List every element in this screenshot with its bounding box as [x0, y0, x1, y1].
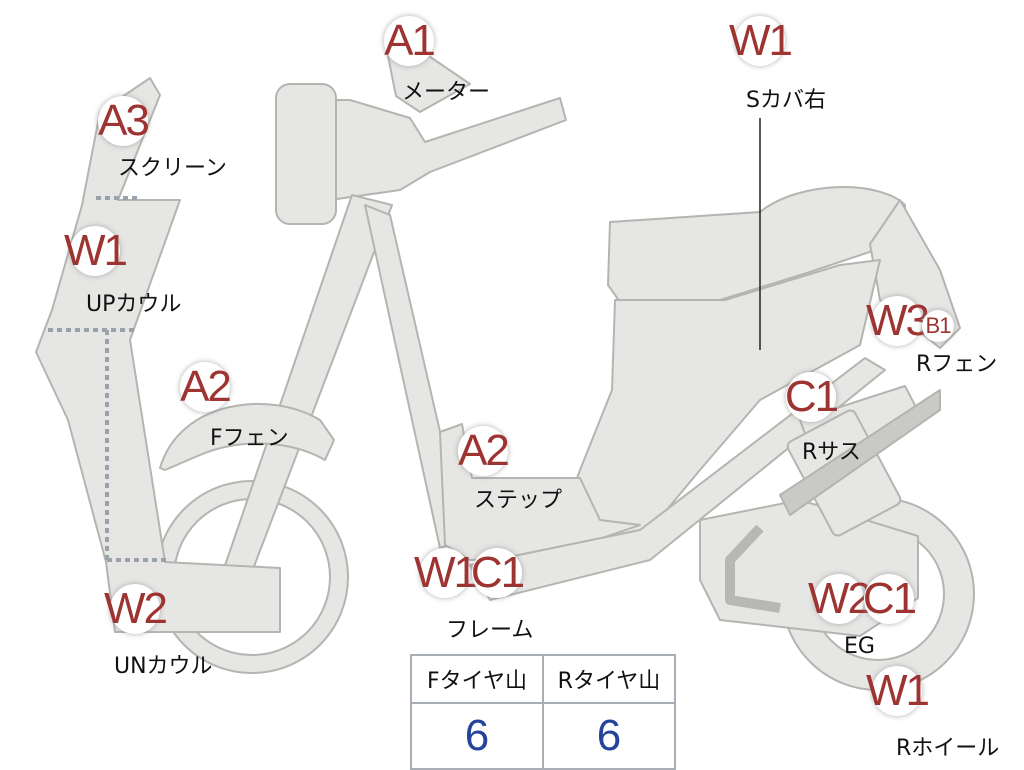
- frame-label: フレーム: [446, 618, 534, 643]
- r-tire-value: 6: [542, 702, 676, 770]
- seat: [607, 186, 906, 303]
- tire-tread-table: Fタイヤ山 Rタイヤ山 6 6: [410, 654, 676, 770]
- step-code-badge: A2: [458, 426, 510, 476]
- screen-code-badge: A3: [98, 96, 150, 146]
- handlebar: [299, 97, 567, 201]
- step-label: ステップ: [474, 488, 563, 513]
- f-fender-label: Fフェン: [210, 426, 289, 451]
- eg-code2-badge: C1: [862, 574, 917, 624]
- meter-label: メーター: [402, 80, 491, 105]
- r-wheel-code-badge: W1: [866, 666, 930, 716]
- headlight: [275, 83, 337, 225]
- r-sus-code-badge: C1: [784, 372, 839, 422]
- rear-body: [559, 259, 881, 541]
- front-cowl: [35, 77, 281, 633]
- r-fender-code2-badge: B1: [922, 310, 954, 342]
- up-cowl-label: UPカウル: [86, 292, 182, 317]
- muffler: [779, 389, 941, 516]
- s-cover-label: Sカバ右: [746, 88, 826, 113]
- f-fender-code-badge: A2: [180, 362, 232, 412]
- un-cowl-label: UNカウル: [114, 654, 213, 679]
- s-cover-code-badge: W1: [729, 16, 793, 66]
- meter-code-badge: A1: [384, 16, 436, 66]
- r-sus-label: Rサス: [802, 440, 861, 465]
- frame-code-badge: W1: [414, 548, 478, 598]
- screen-label: スクリーン: [118, 156, 227, 181]
- frame-code2-badge: C1: [470, 548, 525, 598]
- r-wheel-label: Rホイール: [896, 736, 1000, 761]
- f-tire-value: 6: [410, 702, 544, 770]
- eg-label: EG: [844, 634, 875, 659]
- r-fender-code-badge: W3: [866, 296, 930, 346]
- eg-code-badge: W2: [808, 574, 872, 624]
- up-cowl-code-badge: W1: [64, 226, 128, 276]
- f-tire-header: Fタイヤ山: [410, 654, 544, 704]
- un-cowl-code-badge: W2: [104, 584, 168, 634]
- front-fender-shape: [159, 403, 335, 471]
- r-tire-header: Rタイヤ山: [542, 654, 676, 704]
- r-fender-label: Rフェン: [916, 352, 998, 377]
- exhaust-pipe: [725, 524, 781, 613]
